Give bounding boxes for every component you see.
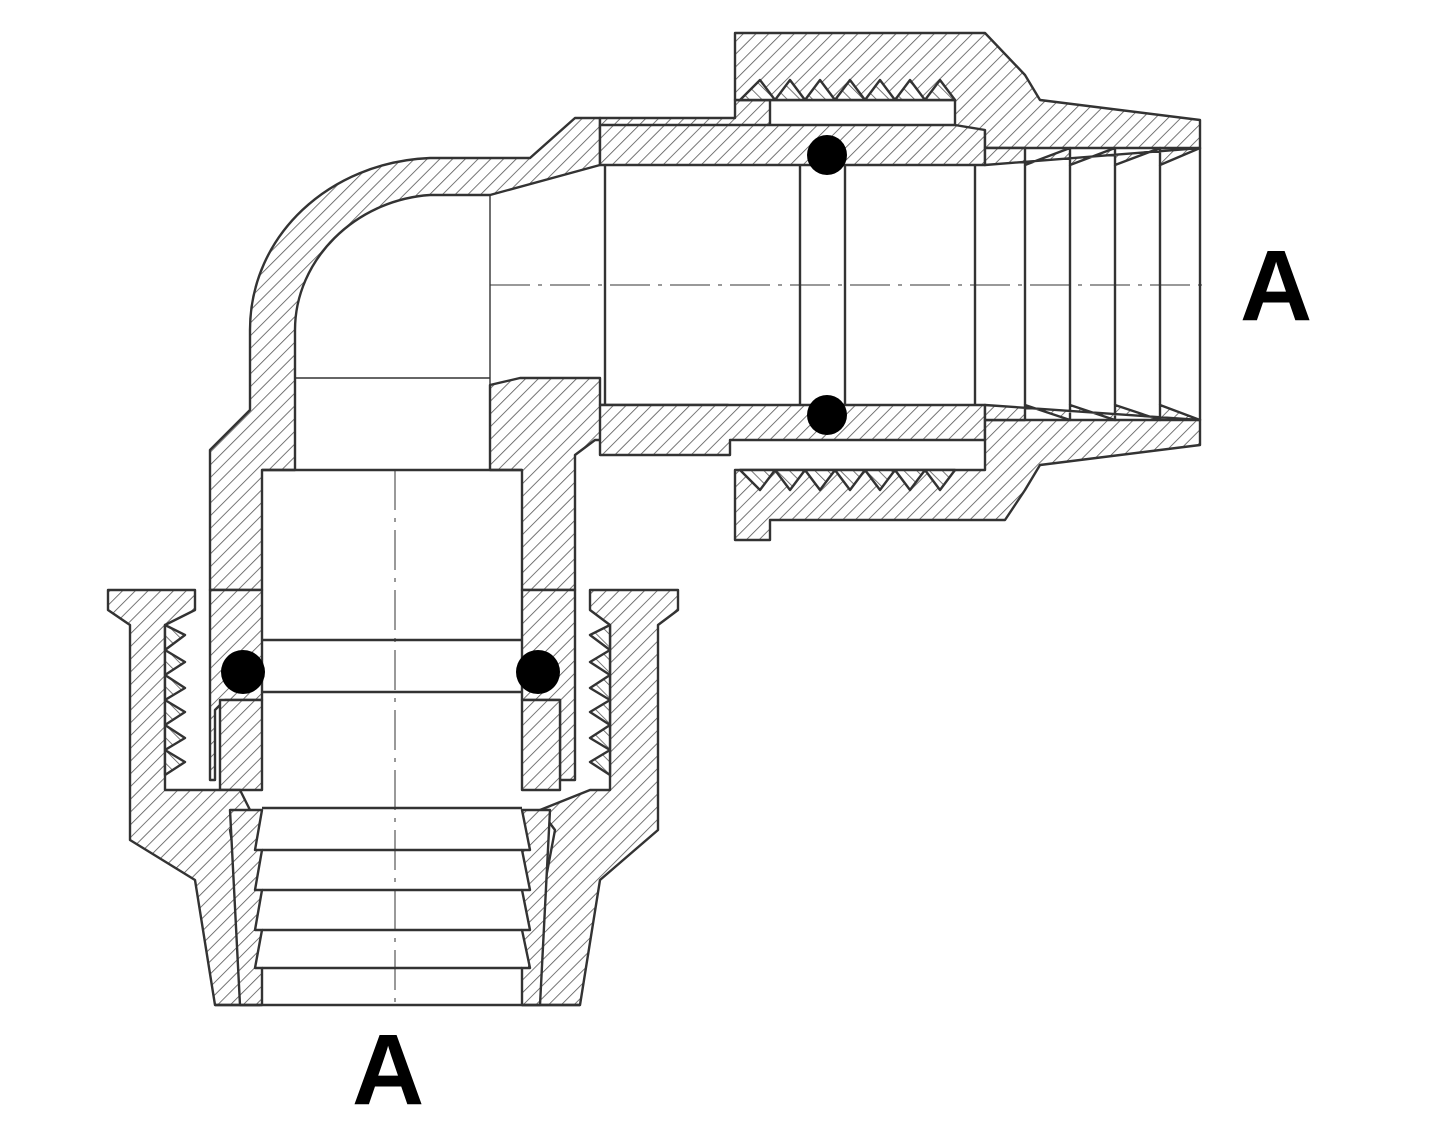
right-grip-ring-bottom [983,403,1202,422]
o-ring-seal [516,650,560,694]
right-thread-bottom [738,468,957,492]
elbow-body-wall [208,116,602,592]
bottom-thread-right [588,623,612,777]
bottom-inner-sleeve-left [218,698,264,792]
port-label-right: A [1240,230,1313,342]
port-label-bottom: A [352,1014,425,1126]
o-ring-seal [807,135,847,175]
bottom-thread-left [163,623,187,777]
right-branch-body-top [598,123,987,167]
right-grip-ring-top [983,146,1202,167]
o-ring-seal [807,395,847,435]
bottom-inner-sleeve-right [520,698,562,792]
right-thread-top [738,78,957,102]
right-branch-body-bottom [598,403,987,457]
o-ring-seal [221,650,265,694]
